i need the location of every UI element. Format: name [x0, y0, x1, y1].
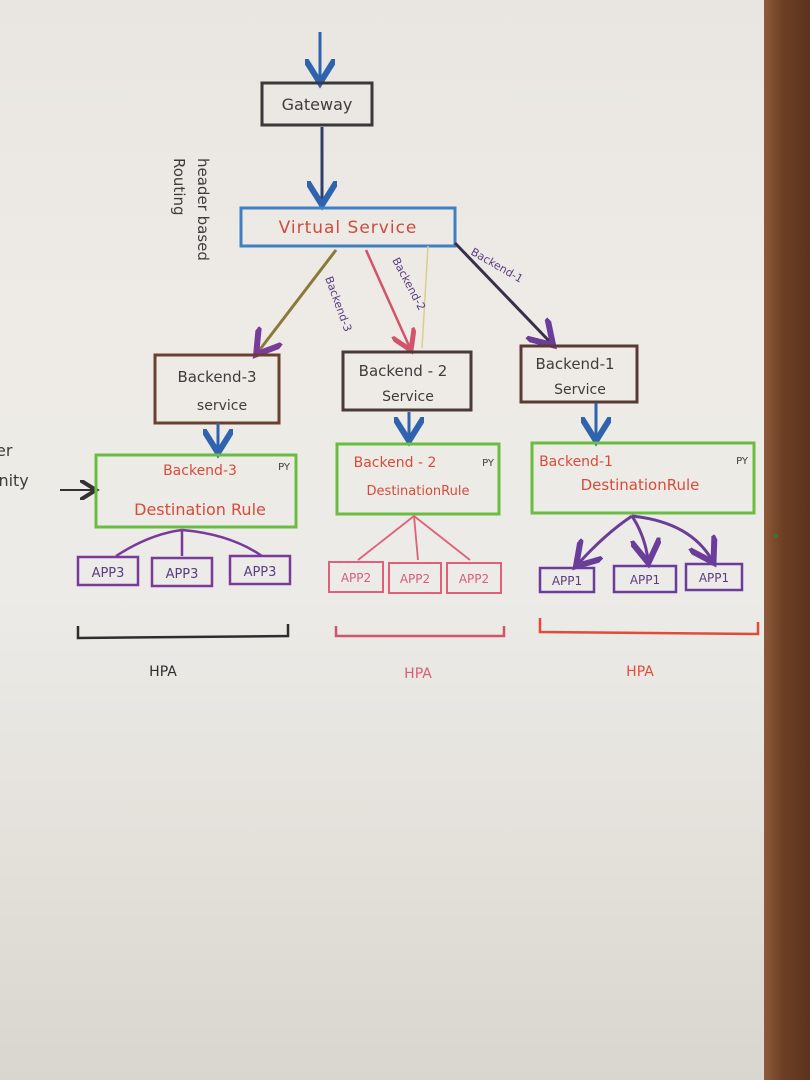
app1-2: APP1	[630, 573, 660, 587]
brace-group1	[538, 618, 760, 636]
app2-1: APP2	[341, 571, 371, 585]
header-routing-line1: header based	[194, 158, 212, 261]
virtual-service-label: Virtual Service	[279, 218, 418, 238]
fanout-group3	[115, 528, 263, 558]
hpa-label-3: HPA	[149, 664, 177, 680]
backend2-service-sub: Service	[382, 389, 434, 405]
gateway-label: Gateway	[282, 95, 353, 114]
d1-title: Backend-1	[539, 454, 613, 470]
backend2-service-node: Backend - 2 Service	[341, 350, 473, 412]
app2-2: APP2	[400, 572, 430, 586]
d3-py: PY	[278, 462, 291, 473]
d2-py: PY	[482, 458, 495, 469]
fanout-group1	[578, 514, 712, 564]
fanout-group2	[357, 515, 471, 561]
apps-group1: APP1 APP1 APP1	[538, 562, 744, 594]
backend3-service-title: Backend-3	[177, 368, 256, 386]
d1-rule: DestinationRule	[581, 476, 700, 494]
backend1-service-sub: Service	[554, 382, 606, 398]
d1-py: PY	[736, 456, 749, 467]
edge-vs-backend2-faint	[421, 245, 429, 349]
edge-vs-backend2	[364, 249, 410, 348]
header-routing-note: header based Routing	[170, 158, 212, 261]
header-routing-line2: Routing	[170, 158, 188, 216]
stray-dot	[774, 534, 778, 538]
app1-1: APP1	[552, 574, 582, 588]
backend1-service-node: Backend-1 Service	[519, 344, 639, 404]
backend3-service-node: Backend-3 service	[153, 353, 281, 425]
backend3-destination-rule: Backend-3 PY Destination Rule	[94, 453, 298, 529]
backend1-service-title: Backend-1	[535, 355, 614, 373]
left-fragment-2: inity	[0, 471, 29, 490]
table-edge	[764, 0, 810, 1080]
app3-3: APP3	[244, 565, 277, 580]
app3-1: APP3	[92, 566, 125, 581]
backend2-destination-rule: Backend - 2 PY DestinationRule	[335, 442, 501, 516]
app1-3: APP1	[699, 571, 729, 585]
hpa-label-2: HPA	[404, 666, 432, 682]
app3-2: APP3	[166, 567, 199, 582]
d3-title: Backend-3	[163, 463, 237, 479]
brace-group3	[76, 624, 290, 640]
apps-group2: APP2 APP2 APP2	[328, 561, 502, 594]
edge-label-b2: Backend-2	[389, 255, 428, 312]
virtual-service-node: Virtual Service	[239, 206, 457, 248]
backend3-service-sub: service	[197, 398, 247, 414]
d2-rule: DestinationRule	[367, 484, 470, 499]
d2-title: Backend - 2	[354, 455, 437, 471]
hpa-label-1: HPA	[626, 664, 654, 680]
edge-vs-backend1	[453, 241, 551, 343]
gateway-node: Gateway	[260, 81, 374, 127]
backend1-destination-rule: Backend-1 PY DestinationRule	[530, 441, 756, 515]
left-fragment-1: er	[0, 441, 13, 460]
edge-label-b3: Backend-3	[322, 275, 354, 334]
app2-3: APP2	[459, 572, 489, 586]
backend2-service-title: Backend - 2	[359, 362, 448, 380]
apps-group3: APP3 APP3 APP3	[76, 554, 292, 588]
brace-group2	[334, 626, 506, 638]
d3-rule: Destination Rule	[134, 500, 266, 519]
edge-vs-backend3	[258, 249, 338, 352]
